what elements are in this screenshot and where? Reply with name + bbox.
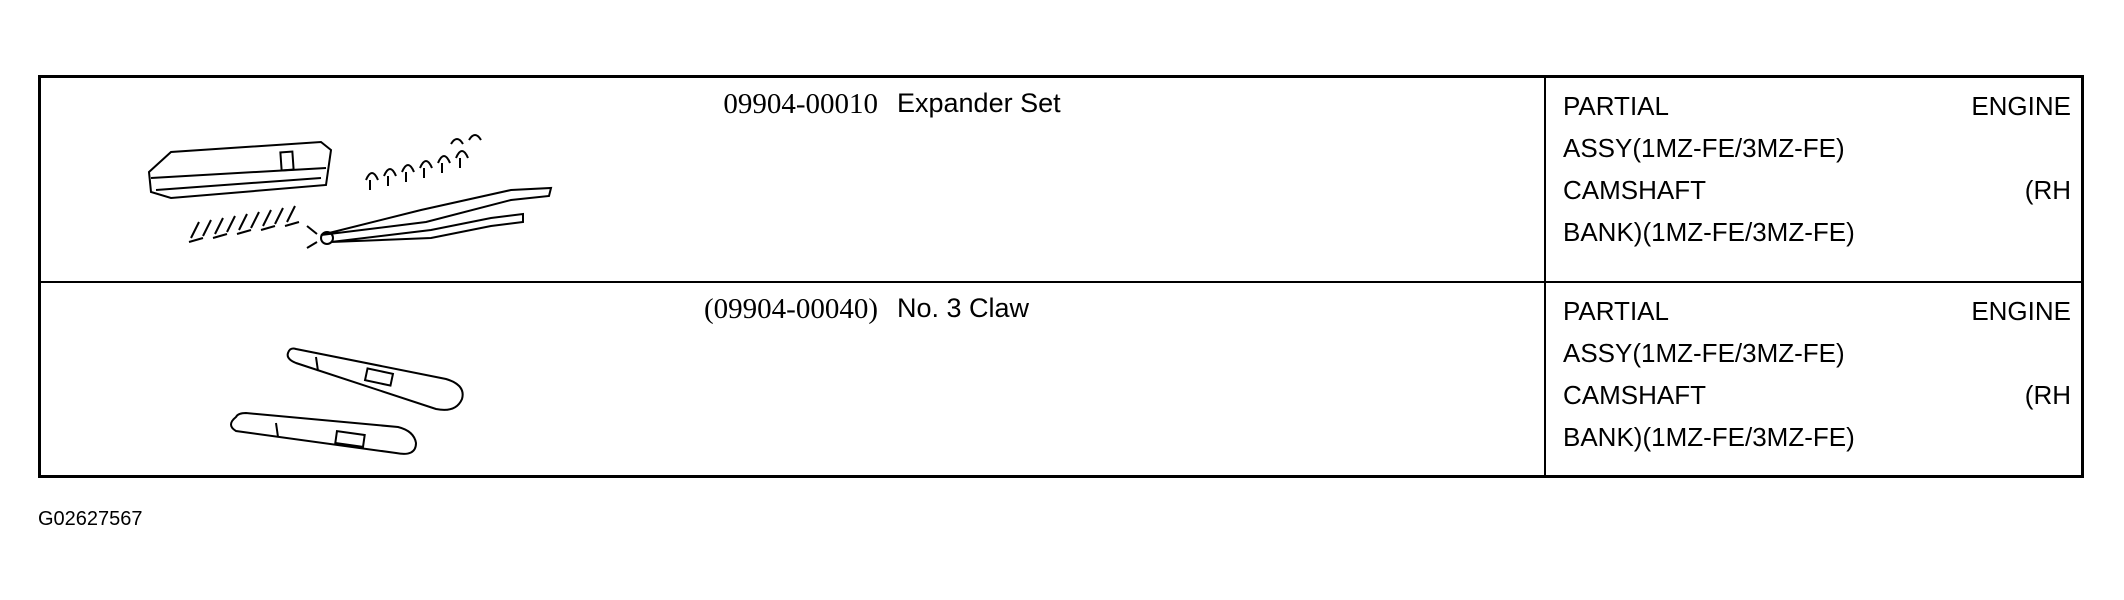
application-line: CAMSHAFT(RH — [1563, 175, 2071, 205]
application-line: BANK)(1MZ-FE/3MZ-FE) — [1563, 422, 1855, 452]
expander-set-illustration — [147, 134, 553, 249]
part-number: (09904-00040) — [704, 293, 878, 325]
application-line: CAMSHAFT(RH — [1563, 380, 2071, 410]
claw-illustration — [230, 347, 464, 455]
application-line: BANK)(1MZ-FE/3MZ-FE) — [1563, 217, 1855, 247]
part-number: 09904-00010 — [723, 88, 878, 120]
part-name: Expander Set — [897, 88, 1061, 118]
application-line: ASSY(1MZ-FE/3MZ-FE) — [1563, 133, 1845, 163]
part-name: No. 3 Claw — [897, 293, 1030, 323]
figure-code: G02627567 — [38, 508, 143, 530]
application-line: ASSY(1MZ-FE/3MZ-FE) — [1563, 338, 1845, 368]
column-divider — [1544, 78, 1546, 475]
